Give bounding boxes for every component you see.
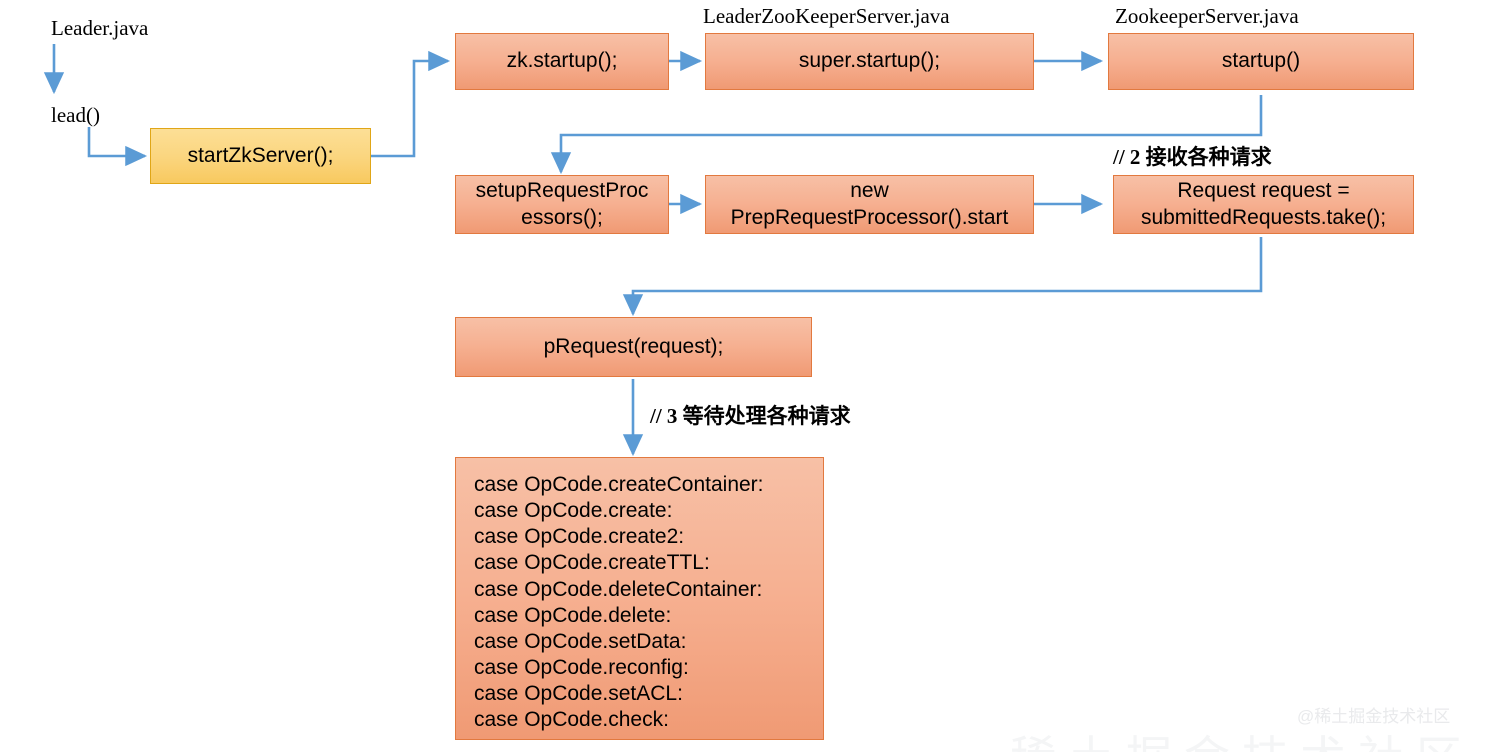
node-setup-request-processors[interactable]: setupRequestProc essors(); bbox=[455, 175, 669, 234]
node-zk-startup[interactable]: zk.startup(); bbox=[455, 33, 669, 90]
watermark-big: 稀土掘金技术社区 bbox=[1010, 722, 1474, 752]
node-super-startup[interactable]: super.startup(); bbox=[705, 33, 1034, 90]
connector-lead-to-startzkserver bbox=[87, 127, 148, 167]
class-label-leaderzookeeperserver-java: LeaderZooKeeperServer.java bbox=[703, 4, 950, 28]
connector-takerequest-to-prequest bbox=[622, 237, 1263, 317]
node-new-prep-request-processor[interactable]: new PrepRequestProcessor().start bbox=[705, 175, 1034, 234]
watermark-handle: @稀土掘金技术社区 bbox=[1297, 707, 1451, 726]
node-startup[interactable]: startup() bbox=[1108, 33, 1414, 90]
comment-3-wait-process-requests: // 3 等待处理各种请求 bbox=[650, 404, 851, 428]
class-label-zookeeperserver-java: ZookeeperServer.java bbox=[1115, 4, 1299, 28]
class-label-leader-java: Leader.java bbox=[51, 16, 149, 40]
connector-startzkserver-to-zkstartup bbox=[371, 50, 451, 158]
node-opcode-case-list[interactable]: case OpCode.createContainer: case OpCode… bbox=[455, 457, 824, 740]
comment-2-receive-requests: // 2 接收各种请求 bbox=[1113, 145, 1272, 169]
method-label-lead: lead() bbox=[51, 103, 100, 127]
node-take-request[interactable]: Request request = submittedRequests.take… bbox=[1113, 175, 1414, 234]
node-p-request[interactable]: pRequest(request); bbox=[455, 317, 812, 377]
node-start-zk-server[interactable]: startZkServer(); bbox=[150, 128, 371, 184]
